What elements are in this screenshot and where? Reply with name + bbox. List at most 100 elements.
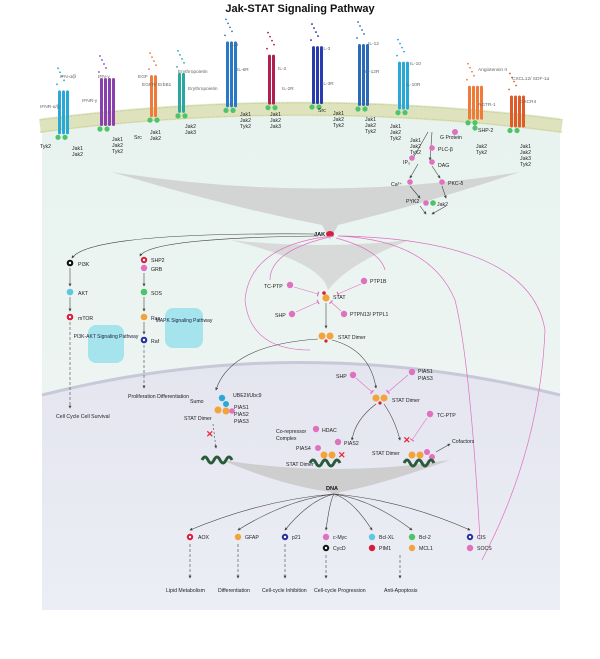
kinase-label-ifnr-ab-tyk2: Tyk2 [40,144,51,150]
receptor-agtr1: AGTR-1 [478,102,496,108]
pkcd-label: PKC-δ [448,181,463,187]
ligand-ifn-ab: IFN-α/β [60,74,76,80]
svg-text:Complex: Complex [276,436,297,442]
pi3k-label: PI3K [78,262,90,268]
nuclear-membrane [41,361,561,397]
sumo-stat-dimer-label: STAT Dimer [184,416,212,422]
ip3-label: IP₃ [403,160,410,166]
pi3k-branch: PI3K AKT mTOR PI3K-AKT Signaling Pathway… [56,259,139,420]
kinase-label-il3r-src: Src [318,108,326,114]
ligand-il12: IL-12 [368,41,379,47]
tcptp-cofactor-cluster: TC-PTP ✕ STAT Dimer Cofactors [372,410,475,468]
receptor-il10r [395,38,409,116]
receptor-il3r [309,23,323,110]
shp-center-label: SHP [275,313,286,319]
mapk-pathway-label: MAPK Signaling Pathway [156,318,213,324]
jak-to-shp2-arrow [139,235,319,257]
ligand-labels: IFN-α/β IFN-γ EGF Erythropoietin Erythro… [60,41,550,92]
target-arrows [189,493,471,531]
svg-text:PI3K-AKT Signaling Pathway: PI3K-AKT Signaling Pathway [74,334,139,340]
socs-label: SOCS [477,546,492,552]
sos-label: SOS [151,291,162,297]
cofactors-label: Cofactors [452,439,475,445]
pi3k-akt-pathway-box [88,325,124,363]
receptor-cxcr4: CXCR4 [520,99,537,105]
receptor-il10r: IL-10R [406,82,421,88]
pi3k-pathway-label: PI3K-AKT Signaling Pathway [74,334,139,340]
mapk-outcome-label: Proliferation Differentiation [128,394,189,400]
nucleus-center-cluster: SHP PIAS1 PIAS3 STAT Dimer [336,368,433,441]
dimer-to-nucleus-arrow [331,339,378,389]
shp-nucleus-label: SHP [336,374,347,380]
receptor-epo-r [175,49,188,119]
receptor-ifnr-ab: IFNR-α/β [40,104,60,110]
bcl2-label: Bcl-2 [419,535,431,541]
corepressor-cluster: HDAC Co-repressor Complex PIAS2 PIAS4 ✕ … [276,425,359,468]
ligand-il10: IL-10 [410,61,421,67]
receptor-ifnr-g [97,55,115,132]
receptor-cxcr4 [507,72,525,134]
funnel-receptors-to-jak [112,172,520,240]
receptor-il3r: IL-3R [322,81,334,87]
jak-to-pi3k-arrow [71,233,317,259]
bclxl-label: Bcl-XL [379,535,394,541]
shp2-label: SHP-2 [478,128,493,134]
sumo-label: Sumo [190,399,204,405]
tcptp-nucleus-label: TC-PTP [437,413,456,419]
cis-label: CIS [477,535,486,541]
receptor-il12r [355,21,369,112]
ligand-il2: IL-2 [278,66,287,72]
outcome-cellcycle-progression: Cell-cycle Progression [314,588,366,594]
outcome-anti-apoptosis: Anti-Apoptosis [384,588,418,594]
receptor-egfr: EGFR/ ErbB1 [142,82,172,88]
dna-helix-left [200,455,234,465]
svg-text:✕: ✕ [403,435,411,445]
hdac-label: HDAC [322,428,337,434]
jak-node: JAK [314,231,334,238]
ptpn13-label: PTPN13/ PTPL1 [350,312,388,318]
ligand-angiotensin: Angiotensin II [478,67,507,73]
svg-text:✕: ✕ [206,429,214,439]
ligand-epo-2: Erythropoietin [188,86,218,92]
ca-label: Ca²⁺ [391,182,402,188]
pias-label: PIAS1 [234,405,249,411]
mapk-pathway-box [165,308,203,348]
kinase-label-egfr-src: Src [134,135,142,141]
receptor-il2r [265,31,278,111]
mcl1-label: MCL1 [419,546,433,552]
receptor-egfr [147,52,160,123]
dna-label: DNA [326,486,338,492]
jak-label: JAK [314,232,325,238]
receptors-group [55,18,525,140]
receptor-ifnr-ab [55,67,69,140]
shp2-mapk-label: SHP2 [151,258,165,264]
receptor-ifnr-g: IFNR-γ [82,98,98,104]
aox-label: AOX [198,535,209,541]
grb-label: GRB [151,267,163,273]
pi3k-outcome-label: Cell Cycle Cell Survival [56,414,110,420]
sumo-cluster: UBE2I/Ubc9 Sumo PIAS1 PIAS2 PIAS3 STAT D… [184,393,262,465]
outcomes: Lipid Metabolism Differentiation Cell-cy… [166,588,418,594]
ptp1b-label: PTP1B [370,279,387,285]
tc-ptp-label: TC-PTP [264,284,283,290]
cycd-label: CycD [333,546,346,552]
ligand-il6: IL-6 [230,42,239,48]
receptor-il6r: IL-6R [237,67,249,73]
ligand-il3: IL-3 [322,46,331,52]
outcome-arrows [188,544,402,579]
mapk-branch: SHP2 GRB SOS Ras Raf MAPK Signaling Path… [128,256,213,400]
receptor-labels: IFNR-α/β IFNR-γ EGFR/ ErbB1 IL-6R IL-2R … [40,67,537,110]
ligand-ifn-g: IFN-γ [98,74,110,80]
funnel-to-dna [222,460,450,498]
